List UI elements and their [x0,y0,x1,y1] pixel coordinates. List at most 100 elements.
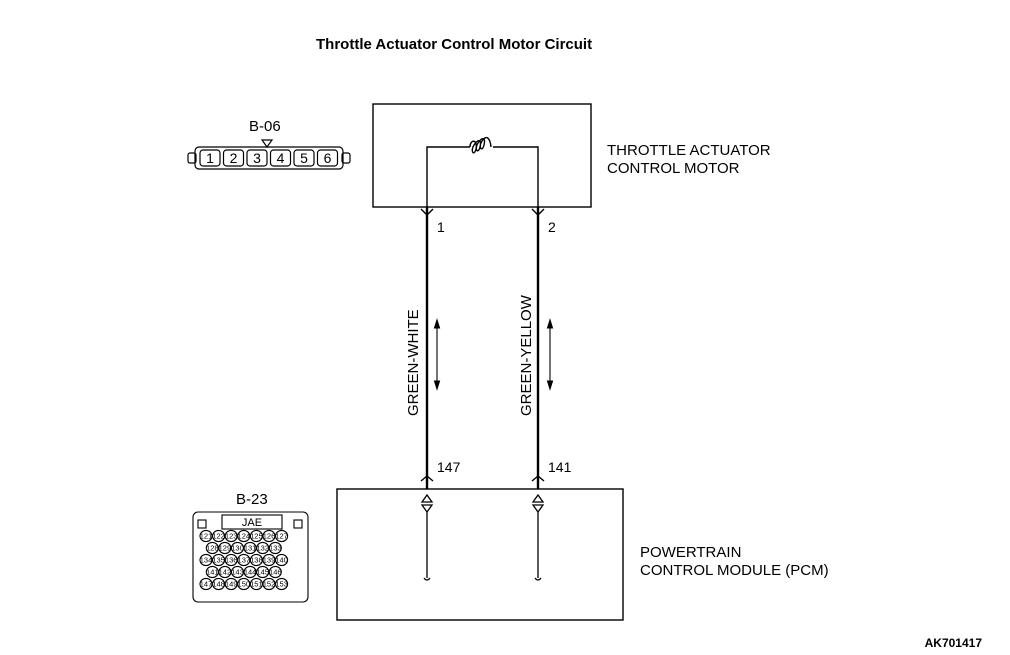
b23-pin-cell [249,553,263,567]
terminal-2-marker [531,208,545,216]
b23-pin-cell [268,541,282,555]
b23-pin-number: 125 [250,532,263,541]
double-arrow-icon [433,318,441,391]
b06-pin-number: 2 [230,150,238,166]
b06-pin-cell [316,149,339,167]
b23-pin-number: 124 [238,532,251,541]
b23-pin-cell [243,565,257,579]
b23-pin-cell [205,565,219,579]
b23-pin-cell [237,553,251,567]
b23-pin-number: 126 [263,532,276,541]
b23-pin-cell [237,529,251,543]
b23-pin-number: 153 [275,580,288,589]
motor-label-line1: THROTTLE ACTUATOR [607,142,771,159]
b23-pin-cell [212,553,226,567]
b23-pin-cell [268,565,282,579]
pcm-label-line2: CONTROL MODULE (PCM) [640,562,829,579]
b23-pin-cell [237,577,251,591]
b23-pin-number: 138 [250,556,263,565]
double-arrow-icon [546,318,554,391]
b23-pin-number: 133 [269,544,282,553]
coil-icon [469,136,492,154]
b06-pin-number: 1 [206,150,214,166]
b23-pin-cell [249,577,263,591]
b23-pin-cell [224,577,238,591]
wire-color-green-white: GREEN-WHITE [405,309,422,416]
b23-pin-cell [275,553,289,567]
b23-pin-number: 152 [263,580,276,589]
b23-pin-number: 148 [212,580,225,589]
b23-pin-cell [275,529,289,543]
b06-pin-cell [269,149,292,167]
terminal-147-marker [420,475,434,482]
b23-pin-cell [199,577,213,591]
motor-label: THROTTLE ACTUATOR CONTROL MOTOR [607,142,771,178]
b23-pin-cell [262,553,276,567]
b23-pin-number: 144 [244,568,257,577]
b23-pin-cell [199,553,213,567]
b23-pin-number: 147 [200,580,213,589]
connector-b23-label: B-23 [236,491,268,508]
b23-pin-cell [230,565,245,579]
b23-pin-number: 137 [238,556,251,565]
b06-pin-number: 3 [253,150,261,166]
b23-pin-number: 146 [269,568,282,577]
pcm-label-line1: POWERTRAIN [640,544,742,561]
b23-pin-cell [243,541,257,555]
b23-pin-number: 128 [206,544,219,553]
pin-label-147: 147 [437,459,461,475]
b23-pin-number: 149 [225,580,238,589]
b06-pin-number: 6 [324,150,332,166]
b23-pin-cell [224,529,238,543]
b23-pin-number: 129 [219,544,232,553]
b23-pin-cell [262,577,276,591]
b23-pin-cell [218,541,232,555]
b23-brand: JAE [242,517,262,529]
b06-pin-cell [293,149,315,167]
figure-code: AK701417 [924,636,982,650]
b23-pin-cell [205,541,219,555]
b23-pin-number: 122 [212,532,225,541]
b23-pin-number: 123 [225,532,238,541]
diagram-title: Throttle Actuator Control Motor Circuit [316,36,593,53]
b23-pin-number: 141 [206,568,219,577]
b23-pin-cell [230,541,245,555]
b23-pin-number: 135 [212,556,225,565]
b06-pin-number: 5 [300,150,308,166]
b23-pin-number: 150 [238,580,251,589]
pcm-label: POWERTRAIN CONTROL MODULE (PCM) [640,544,829,580]
b06-pin-cell [199,149,221,167]
connector-b06-label: B-06 [249,118,281,135]
motor-lead-left [426,146,470,207]
wire-color-green-yellow: GREEN-YELLOW [518,295,535,416]
pin-label-1: 1 [437,219,445,235]
b23-pin-number: 131 [244,544,257,553]
b23-pin-cell [224,553,238,567]
b23-pin-cell [212,577,226,591]
b23-pin-number: 151 [250,580,263,589]
b23-pin-cell [212,529,226,543]
b23-pin-cell [199,529,213,543]
b23-pin-cell [256,541,270,555]
b23-pin-cell [249,529,263,543]
b23-pin-number: 132 [256,544,269,553]
motor-label-line2: CONTROL MOTOR [607,160,740,177]
b23-pin-cell [275,577,289,591]
b23-pin-number: 136 [225,556,238,565]
b23-pin-number: 140 [275,556,288,565]
b06-pin-cell [246,149,268,167]
b23-pin-cell [256,565,270,579]
b23-pin-cell [262,529,276,543]
pin-label-141: 141 [548,459,572,475]
b06-pin-number: 4 [277,150,285,166]
terminal-1-marker [420,208,434,216]
b23-pin-number: 127 [275,532,288,541]
b23-pin-number: 143 [231,568,244,577]
b06-pin-cell [222,149,245,167]
pcm-terminal-147 [420,493,434,581]
pin-label-2: 2 [548,219,556,235]
pcm-terminal-141 [531,493,545,581]
